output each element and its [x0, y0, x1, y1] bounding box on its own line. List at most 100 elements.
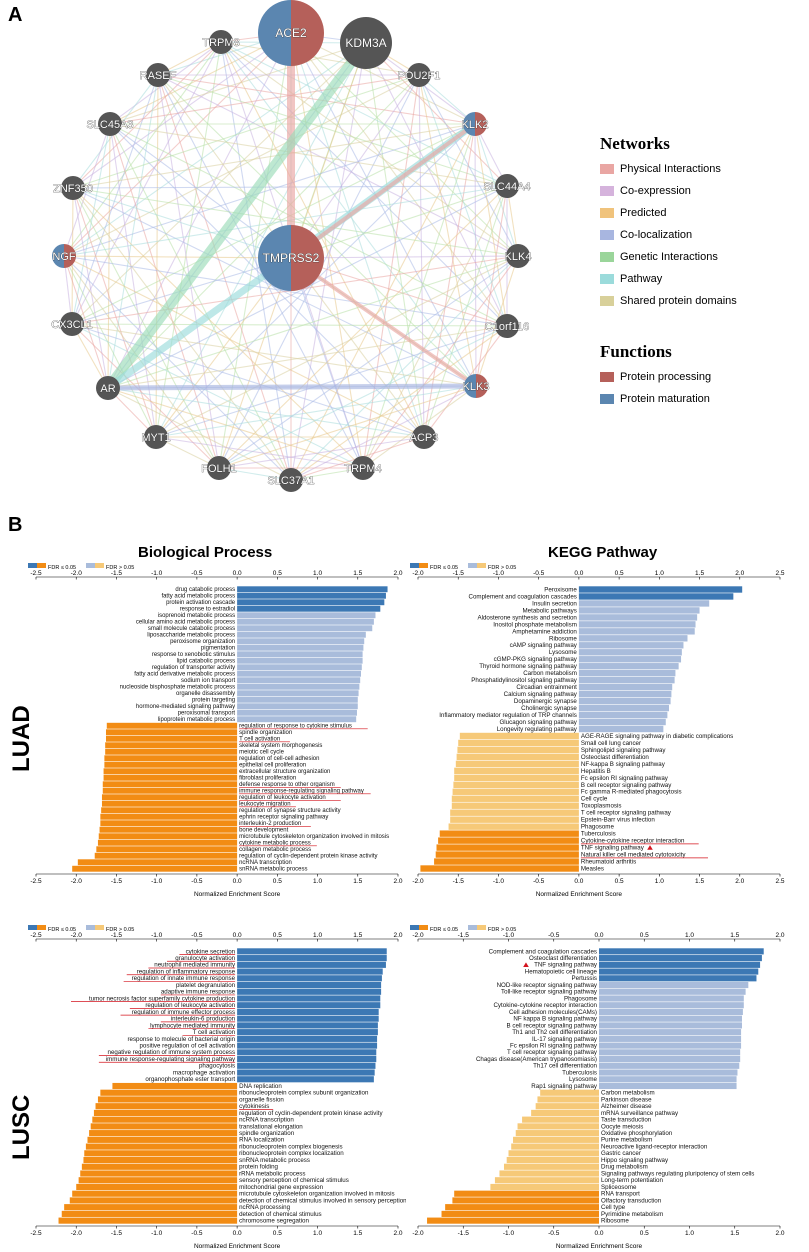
bar-ribonucleoprotein-complex-biogenesis: [85, 1143, 238, 1150]
gene-node-myt1[interactable]: MYT1: [141, 425, 171, 449]
gene-node-trpm8[interactable]: TRPM8: [202, 30, 240, 54]
bar-label: granulocyte activation: [175, 955, 235, 962]
bar-snrna-metabolic-process: [72, 865, 238, 872]
gene-node-klk4[interactable]: KLK4: [504, 244, 532, 268]
gene-node-rasef[interactable]: RASEF: [139, 63, 177, 87]
network-edge: [63, 255, 425, 438]
bar-hematopoietic-cell-lineage: [599, 968, 759, 975]
gene-node-label: SLC44A4: [483, 181, 530, 193]
gene-node-kdm3a[interactable]: KDM3A: [340, 17, 392, 69]
network-type-legend-item: Shared protein domains: [600, 290, 737, 312]
bar-interleukin-2-production: [100, 820, 238, 827]
network-type-legend-swatch: [600, 252, 614, 262]
bar-label: epithelial cell proliferation: [239, 763, 306, 769]
bar-label: RNA transport: [601, 1191, 640, 1198]
bar-label: Fc gamma R-mediated phagocytosis: [581, 789, 682, 796]
bar-label: protein activation cascade: [166, 600, 236, 606]
gene-node-label: TMPRSS2: [263, 251, 320, 265]
bar-platelet-degranulation: [237, 981, 382, 989]
gene-node-ace2[interactable]: ACE2: [258, 0, 324, 66]
bar-label: fatty acid metabolic process: [161, 594, 235, 600]
fdr-ns-label: FDR > 0.05: [106, 565, 134, 571]
bar-hormone-mediated-signaling-pathway: [237, 703, 358, 710]
axis-tick-label: -1.5: [458, 932, 470, 939]
bar-label: Long-term potentiation: [601, 1177, 663, 1184]
network-edge: [218, 385, 477, 469]
bar-amphetamine-addiction: [578, 628, 695, 635]
axis-tick-label: -1.0: [151, 878, 163, 885]
gene-node-klk3[interactable]: KLK3: [462, 374, 490, 398]
bar-label: cytokine metabolic process: [239, 841, 311, 847]
gene-node-tmprss2[interactable]: TMPRSS2: [258, 225, 324, 291]
gene-node-trpm4[interactable]: TRPM4: [344, 456, 382, 480]
gene-node-cx3cl1[interactable]: CX3CL1: [51, 312, 93, 336]
x-axis-title: Normalized Enrichment Score: [556, 1243, 643, 1250]
axis-tick-label: -2.0: [71, 1230, 83, 1237]
bar-label: regulation of transporter activity: [152, 665, 235, 671]
bar-label: peroxisome organization: [170, 639, 235, 645]
gene-node-slc37a1[interactable]: SLC37A1: [267, 468, 315, 492]
axis-tick-label: 2.0: [393, 1230, 402, 1237]
bar-peroxisomal-transport: [237, 709, 357, 716]
fdr-ns-label: FDR > 0.05: [488, 565, 516, 571]
gene-node-klk2[interactable]: KLK2: [461, 112, 489, 136]
network-edge: [63, 74, 420, 257]
network-edge: [63, 185, 508, 257]
bar-label: Complement and coagulation cascades: [489, 948, 597, 955]
network-type-legend-label: Pathway: [620, 273, 663, 285]
bar-regulation-of-innate-immune-response: [237, 975, 382, 982]
network-type-legend-label: Genetic Interactions: [620, 251, 718, 263]
gene-node-ar[interactable]: AR: [96, 376, 120, 400]
bar-label: Insulin secretion: [532, 600, 577, 607]
network-edge: [290, 42, 367, 481]
bar-rrna-metabolic-process: [80, 1170, 238, 1177]
gene-node-slc44a4[interactable]: SLC44A4: [483, 174, 531, 198]
bar-skeletal-system-morphogenesis: [105, 742, 238, 749]
bar-t-cell-activation: [237, 1029, 378, 1036]
gene-node-slc45a3[interactable]: SLC45A3: [86, 112, 134, 136]
fdr-ns-swatch: [95, 563, 104, 568]
network-edge: [290, 32, 364, 469]
bar-label: response to xenobiotic stimulus: [152, 652, 235, 658]
gene-node-folh1[interactable]: FOLH1: [201, 456, 237, 480]
network-edge: [218, 467, 292, 481]
network-edge: [218, 325, 508, 469]
network-edge: [63, 32, 292, 257]
network-type-legend-item: Co-localization: [600, 224, 737, 246]
bar-natural-killer-cell-mediated-cytotoxicity: [435, 851, 579, 858]
bar-phosphatidylinositol-signaling-pathway: [578, 676, 675, 684]
network-edge: [155, 42, 367, 438]
bar-label: Osteoclast differentiation: [581, 754, 650, 761]
bar-lysosome: [578, 649, 682, 656]
network-edge: [72, 187, 292, 259]
gene-node-c1orf116[interactable]: C1orf116: [484, 314, 530, 338]
network-type-legend-label: Co-expression: [620, 185, 691, 197]
network-edge: [220, 41, 425, 438]
gene-node-acp3[interactable]: ACP3: [409, 425, 439, 449]
bar-label: Parkinson disease: [601, 1096, 652, 1103]
axis-tick-label: 0.0: [574, 570, 583, 577]
network-edge: [365, 42, 508, 187]
gene-node-ngf[interactable]: NGF: [52, 244, 76, 268]
network-edge: [220, 41, 420, 76]
bar-extracellular-structure-organization: [103, 768, 238, 775]
bar-rna-transport: [454, 1190, 599, 1197]
bar-circadian-entrainment: [578, 683, 673, 691]
fdr-sig-swatch: [419, 925, 428, 930]
axis-tick-label: -1.0: [151, 1230, 163, 1237]
bar-label: leukocyte migration: [239, 802, 290, 808]
axis-tick-label: 1.5: [730, 1230, 739, 1237]
axis-tick-label: 1.0: [313, 878, 322, 885]
gene-node-pou2f1[interactable]: POU2F1: [397, 63, 441, 87]
bar-label: negative regulation of immune system pro…: [108, 1049, 236, 1056]
bar-label: Drug metabolism: [601, 1164, 648, 1171]
gene-node-znf350[interactable]: ZNF350: [53, 176, 93, 200]
bar-label: Thyroid hormone signaling pathway: [479, 663, 578, 670]
axis-tick-label: -0.5: [548, 1230, 560, 1237]
bar-longevity-regulating-pathway: [578, 725, 664, 733]
bar-label: neutrophil mediated immunity: [154, 962, 236, 969]
